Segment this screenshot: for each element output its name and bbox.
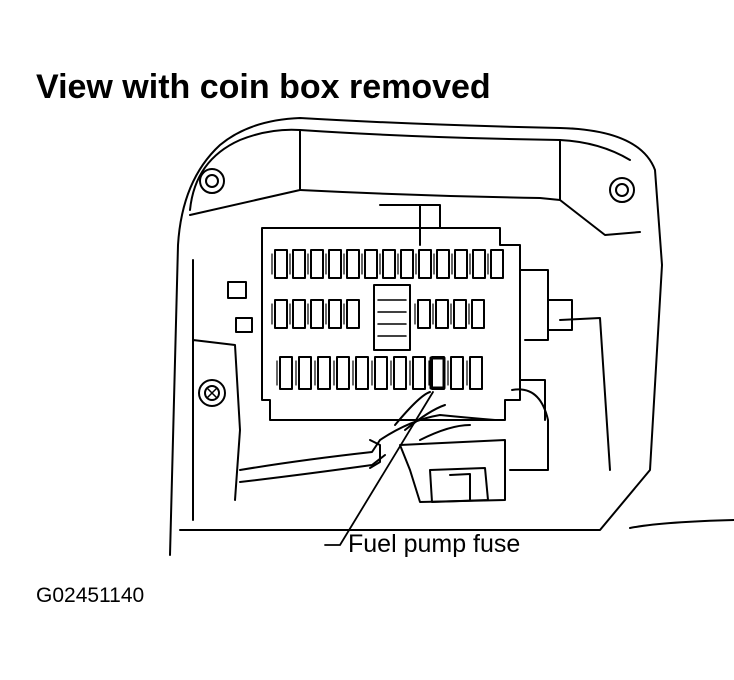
fuse: [355, 356, 369, 390]
relay-block: [373, 284, 411, 351]
fuel-pump-fuse: [429, 356, 446, 390]
fuse: [454, 249, 468, 279]
fuse: [279, 356, 293, 390]
fuse: [412, 356, 426, 390]
fuse: [469, 356, 483, 390]
fuse-block-housing: [261, 227, 521, 421]
figure-code: G02451140: [36, 584, 145, 607]
fuse: [490, 249, 504, 279]
fuse: [472, 249, 486, 279]
wire-harness: [239, 414, 496, 471]
fuse: [417, 299, 431, 329]
fuse: [436, 249, 450, 279]
callout-leader: [324, 391, 434, 546]
fuse: [274, 249, 288, 279]
fuse: [471, 299, 485, 329]
fuse: [450, 356, 464, 390]
fuse: [346, 299, 360, 329]
fuse: [418, 249, 432, 279]
connector: [399, 439, 506, 503]
fuse: [364, 249, 378, 279]
fuse: [292, 249, 306, 279]
fuse: [393, 356, 407, 390]
diagram-title: View with coin box removed: [36, 68, 491, 106]
fuse: [274, 299, 288, 329]
screw-left: [198, 379, 226, 407]
fuse: [310, 249, 324, 279]
bezel-top-ridge: [299, 129, 631, 161]
console-bezel-inner: [189, 128, 301, 216]
screw-top-right: [609, 177, 635, 203]
fuse: [382, 249, 396, 279]
fuse: [374, 356, 388, 390]
fuse: [292, 299, 306, 329]
fuse: [346, 249, 360, 279]
fuse: [400, 249, 414, 279]
fuse: [328, 249, 342, 279]
fuse: [328, 299, 342, 329]
fuse: [435, 299, 449, 329]
console-bezel: [169, 117, 663, 556]
fuse: [317, 356, 331, 390]
fuse: [431, 356, 445, 390]
fuel-pump-fuse-label: Fuel pump fuse: [348, 530, 521, 558]
fuse: [310, 299, 324, 329]
screw-top-left: [199, 168, 225, 194]
fuse: [298, 356, 312, 390]
fuse: [336, 356, 350, 390]
fuse-rows: [271, 249, 504, 390]
fuse: [453, 299, 467, 329]
